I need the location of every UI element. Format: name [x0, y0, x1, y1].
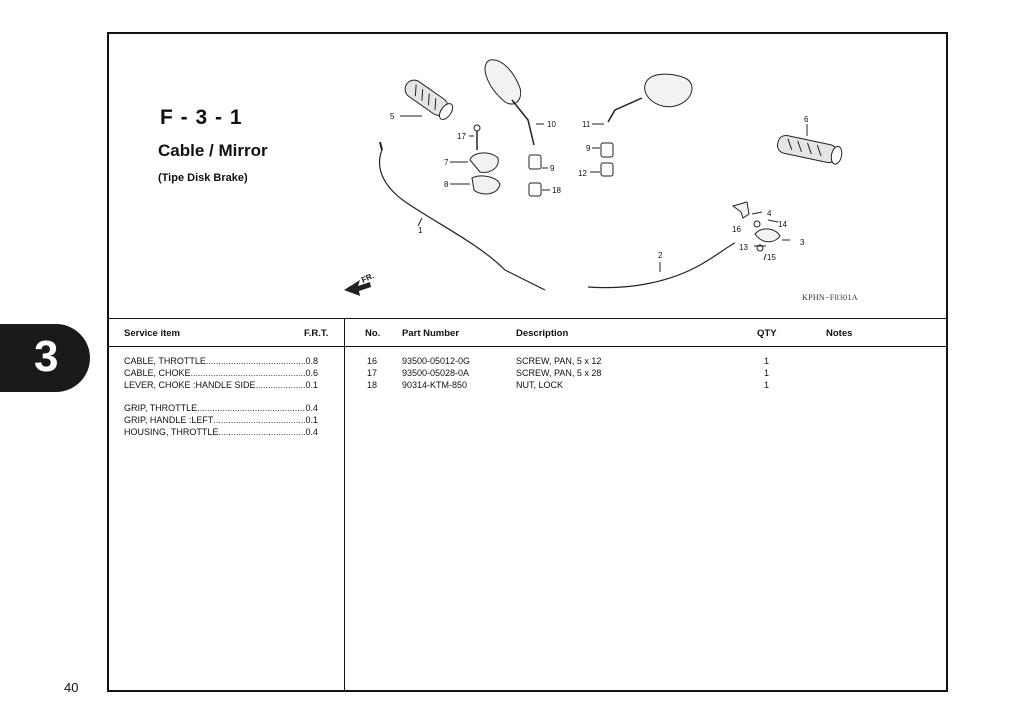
part-qty: 1	[764, 356, 770, 366]
callout-12: 12	[578, 169, 587, 178]
callout-8: 8	[444, 180, 449, 189]
throttle-grip-drawing	[404, 79, 454, 120]
callout-6: 6	[804, 115, 809, 124]
section-subtitle: (Tipe Disk Brake)	[158, 172, 248, 184]
section-code: F - 3 - 1	[160, 106, 243, 129]
callout-1: 1	[418, 226, 423, 235]
service-row: LEVER, CHOKE :HANDLE SIDE0.1	[124, 380, 318, 390]
notes-header: Notes	[826, 328, 853, 339]
chapter-tab: 3	[0, 324, 90, 392]
callout-4: 4	[767, 209, 772, 218]
service-item-header: Service item	[124, 328, 180, 339]
service-row: GRIP, HANDLE :LEFT0.1	[124, 415, 318, 425]
callout-14: 14	[778, 220, 787, 229]
part-description: SCREW, PAN, 5 x 28	[516, 368, 602, 378]
no-header: No.	[365, 328, 381, 339]
part-qty: 1	[764, 380, 770, 390]
part-number: 90314-KTM-850	[402, 380, 468, 390]
part-no: 18	[367, 380, 378, 390]
callout-5: 5	[390, 112, 395, 121]
service-row: HOUSING, THROTTLE0.4	[124, 427, 318, 437]
part-number: 93500-05028-0A	[402, 368, 470, 378]
callout-7: 7	[444, 158, 449, 167]
qty-header: QTY	[757, 328, 777, 339]
callout-18: 18	[552, 186, 561, 195]
section-title: Cable / Mirror	[158, 141, 268, 160]
service-row: GRIP, THROTTLE0.4	[124, 403, 318, 413]
callout-16: 16	[732, 225, 741, 234]
callout-13: 13	[739, 243, 748, 252]
part-no: 16	[367, 356, 378, 366]
table-column-divider	[344, 318, 345, 692]
callout-2: 2	[658, 251, 663, 260]
service-row: CABLE, THROTTLE0.8	[124, 356, 318, 366]
part-number-header: Part Number	[402, 328, 460, 339]
part-description: NUT, LOCK	[516, 380, 564, 390]
page-frame	[107, 32, 948, 692]
callout-11: 11	[582, 120, 591, 129]
callout-3: 3	[800, 238, 805, 247]
chapter-tab-number: 3	[34, 332, 59, 381]
callout-17: 17	[457, 132, 466, 141]
callout-10: 10	[547, 120, 556, 129]
part-qty: 1	[764, 368, 770, 378]
service-row: CABLE, CHOKE0.6	[124, 368, 318, 378]
page-number: 40	[64, 680, 79, 695]
frt-header: F.R.T.	[304, 328, 329, 339]
callout-9b: 9	[586, 144, 591, 153]
table-header-rule	[107, 346, 948, 347]
part-description: SCREW, PAN, 5 x 12	[516, 356, 602, 366]
callout-15: 15	[767, 253, 776, 262]
part-no: 17	[367, 368, 378, 378]
figure-code: KPHN−F0301A	[802, 293, 858, 302]
front-direction-label: FR.	[360, 271, 375, 285]
table-top-rule	[107, 318, 948, 319]
callout-9: 9	[550, 164, 555, 173]
description-header: Description	[516, 328, 569, 339]
exploded-parts-diagram: 5 17 10 11 6 7 8 9 9 18 12 1 2 4 14 16 3…	[330, 50, 870, 310]
part-number: 93500-05012-0G	[402, 356, 471, 366]
